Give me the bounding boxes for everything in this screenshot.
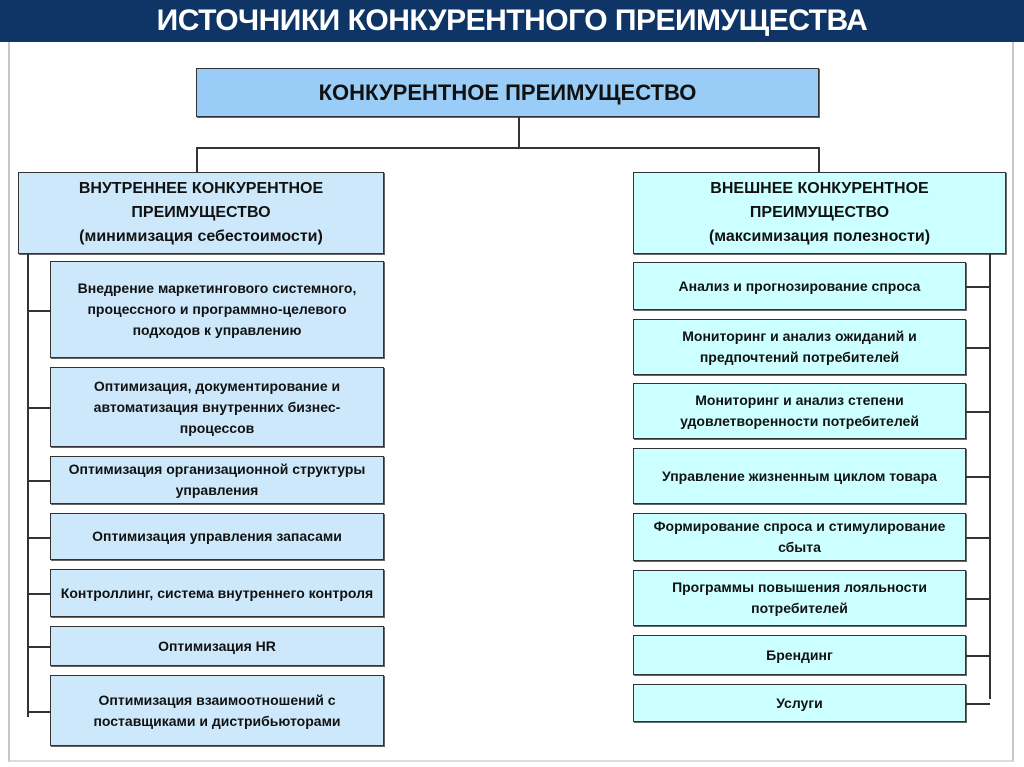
internal-item-label: Оптимизация HR: [158, 637, 276, 654]
internal-trunk-line: [27, 254, 29, 717]
external-item-label: Мониторинг и анализ степени удовлетворен…: [680, 392, 919, 429]
connector-line: [196, 147, 819, 149]
external-heading-line: ПРЕИМУЩЕСТВО: [749, 204, 890, 221]
internal-item-label: Контроллинг, система внутреннего контрол…: [60, 584, 374, 601]
internal-item-box: Оптимизация организационной структуры уп…: [50, 456, 384, 504]
connector-line: [966, 537, 990, 539]
connector-line: [966, 598, 990, 600]
root-box: КОНКУРЕНТНОЕ ПРЕИМУЩЕСТВО: [196, 68, 819, 117]
external-item-box: Мониторинг и анализ степени удовлетворен…: [633, 383, 966, 439]
external-item-box: Услуги: [633, 684, 966, 722]
internal-item-box: Оптимизация взаимоотношений с поставщика…: [50, 675, 384, 746]
internal-heading-line: ПРЕИМУЩЕСТВО: [131, 204, 271, 221]
external-item-label: Программы повышения лояльности потребите…: [672, 579, 927, 616]
external-item-box: Управление жизненным циклом товара: [633, 448, 966, 504]
internal-item-box: Оптимизация HR: [50, 626, 384, 666]
connector-line: [27, 711, 50, 713]
connector-line: [966, 411, 990, 413]
connector-line: [518, 117, 520, 148]
internal-heading-box: ВНУТРЕННЕЕ КОНКУРЕНТНОЕ ПРЕИМУЩЕСТВО (ми…: [18, 172, 384, 254]
external-item-box: Мониторинг и анализ ожиданий и предпочте…: [633, 319, 966, 375]
external-item-label: Услуги: [776, 694, 823, 711]
internal-heading-subtitle: (минимизация себестоимости): [79, 228, 323, 245]
internal-item-label: Оптимизация управления запасами: [92, 528, 342, 544]
connector-line: [818, 147, 820, 172]
internal-item-label: Оптимизация взаимоотношений с поставщика…: [93, 691, 341, 729]
connector-line: [966, 703, 990, 705]
external-heading-line: ВНЕШНЕЕ КОНКУРЕНТНОЕ: [710, 180, 929, 197]
connector-line: [966, 655, 990, 657]
connector-line: [27, 407, 50, 409]
root-label: КОНКУРЕНТНОЕ ПРЕИМУЩЕСТВО: [318, 79, 697, 105]
external-item-box: Программы повышения лояльности потребите…: [633, 570, 966, 626]
connector-line: [27, 537, 50, 539]
external-heading-subtitle: (максимизация полезности): [708, 228, 931, 245]
external-item-box: Анализ и прогнозирование спроса: [633, 262, 966, 310]
connector-line: [966, 476, 990, 478]
external-item-box: Формирование спроса и стимулирование сбы…: [633, 513, 966, 561]
internal-item-label: Оптимизация организационной структуры уп…: [68, 461, 366, 498]
internal-item-box: Оптимизация, документирование и автомати…: [50, 367, 384, 447]
internal-item-box: Оптимизация управления запасами: [50, 513, 384, 560]
connector-line: [966, 347, 990, 349]
internal-heading-line: ВНУТРЕННЕЕ КОНКУРЕНТНОЕ: [78, 180, 324, 197]
external-item-box: Брендинг: [633, 635, 966, 675]
connector-line: [27, 593, 50, 595]
connector-line: [27, 310, 50, 312]
slide-frame: [8, 42, 1014, 762]
internal-item-label: Оптимизация, документирование и автомати…: [93, 377, 341, 436]
external-item-label: Брендинг: [766, 646, 833, 663]
internal-item-label: Внедрение маркетингового системного, про…: [77, 280, 357, 338]
external-heading-box: ВНЕШНЕЕ КОНКУРЕНТНОЕ ПРЕИМУЩЕСТВО (макси…: [633, 172, 1006, 254]
slide-title: ИСТОЧНИКИ КОНКУРЕНТНОГО ПРЕИМУЩЕСТВА: [0, 0, 1024, 42]
internal-item-box: Внедрение маркетингового системного, про…: [50, 261, 384, 358]
external-item-label: Анализ и прогнозирование спроса: [678, 277, 921, 294]
external-item-label: Мониторинг и анализ ожиданий и предпочте…: [682, 328, 917, 365]
external-item-label: Управление жизненным циклом товара: [662, 467, 937, 484]
internal-item-box: Контроллинг, система внутреннего контрол…: [50, 569, 384, 617]
connector-line: [966, 286, 990, 288]
external-item-label: Формирование спроса и стимулирование сбы…: [653, 518, 946, 555]
connector-line: [27, 480, 50, 482]
connector-line: [196, 147, 198, 172]
connector-line: [27, 646, 50, 648]
